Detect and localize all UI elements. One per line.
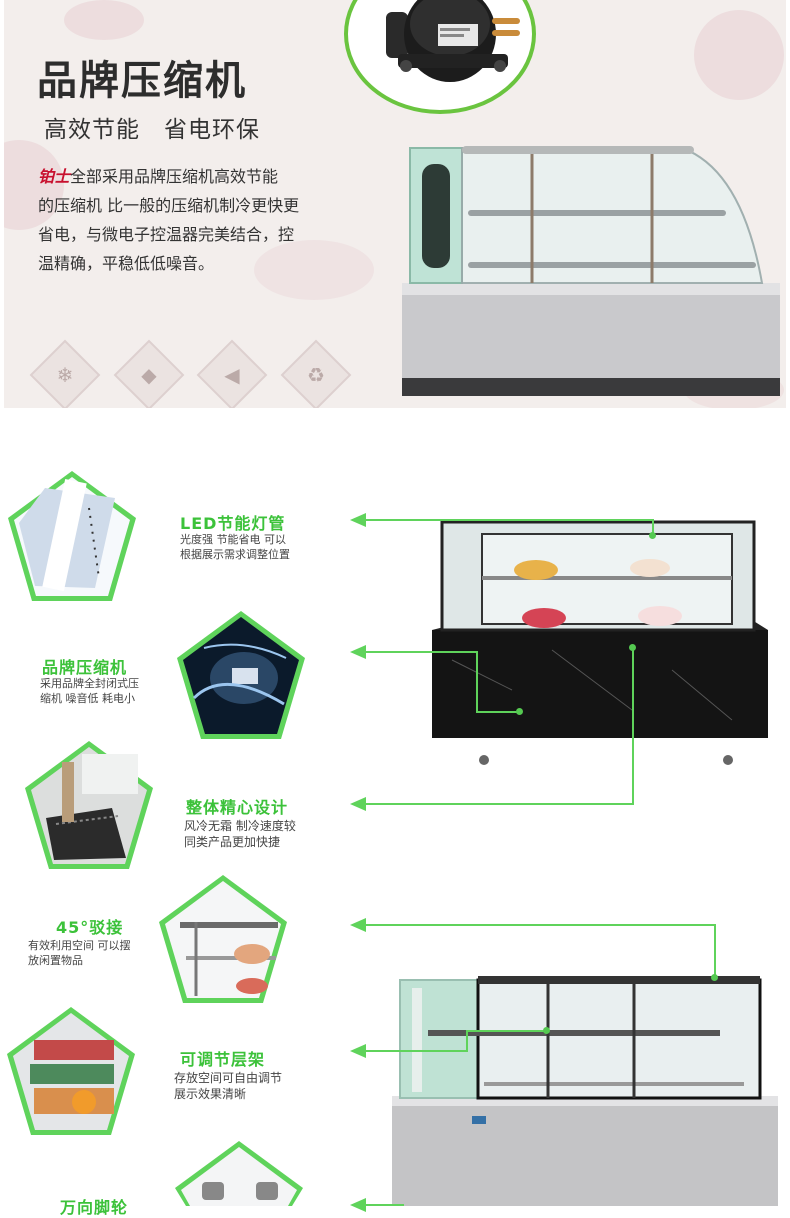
feature-desc-line: 展示效果清晰 xyxy=(174,1087,247,1101)
feature-desc-line: 风冷无霜 制冷速度较 xyxy=(184,819,296,833)
connector-dot xyxy=(629,644,636,651)
decor-blob xyxy=(254,240,374,300)
connector-line xyxy=(364,1050,468,1052)
connector-line xyxy=(466,1030,546,1032)
connector-line xyxy=(476,711,520,713)
connector-line xyxy=(364,519,652,521)
connector-line xyxy=(364,651,476,653)
feature-desc-line: 根据展示需求调整位置 xyxy=(180,548,290,561)
connector-dot xyxy=(649,532,656,539)
caster-wheel-image xyxy=(175,1141,303,1206)
arrow-left-icon xyxy=(350,645,366,659)
compressor-banner: 品牌压缩机 高效节能 省电环保 铂士全部采用品牌压缩机高效节能 的压缩机 比一般… xyxy=(4,0,786,408)
arrow-left-icon xyxy=(350,1044,366,1058)
features-section: LED节能灯管 光度强 节能省电 可以 根据展示需求调整位置 品牌压缩机 采用品… xyxy=(0,408,790,1217)
feature-desc-line: 采用品牌全封闭式压 xyxy=(40,677,139,690)
feature-title: 可调节层架 xyxy=(180,1050,266,1069)
angled-display-case-image xyxy=(392,976,778,1206)
connector-line xyxy=(652,519,654,535)
adjustable-shelf-image xyxy=(7,1007,135,1135)
connector-dot xyxy=(711,974,718,981)
arrow-left-icon xyxy=(350,918,366,932)
arrow-left-icon xyxy=(350,797,366,811)
feature-title: 品牌压缩机 xyxy=(42,658,128,677)
snowflake-icon: ❄ xyxy=(29,339,101,408)
feature-title: 万向脚轮 xyxy=(60,1198,129,1217)
connector-line xyxy=(364,924,716,926)
diamond-icon: ◆ xyxy=(113,339,185,408)
connector-dot xyxy=(516,708,523,715)
desc-line: 省电，与微电子控温器完美结合，控 xyxy=(38,225,295,244)
feature-desc: 采用品牌全封闭式压 缩机 噪音低 耗电小 xyxy=(40,676,139,706)
feature-desc-line: 缩机 噪音低 耗电小 xyxy=(40,692,135,705)
brand-name: 铂士 xyxy=(38,167,71,186)
connector-dot xyxy=(543,1027,550,1034)
banner-description: 铂士全部采用品牌压缩机高效节能 的压缩机 比一般的压缩机制冷更快更 省电，与微电… xyxy=(38,162,348,278)
banner-title: 品牌压缩机 xyxy=(37,58,247,104)
connector-line xyxy=(476,651,478,713)
compressor-image xyxy=(342,0,538,116)
feature-desc: 光度强 节能省电 可以 根据展示需求调整位置 xyxy=(180,532,290,562)
desc-line: 温精确，平稳低低噪音。 xyxy=(38,254,215,273)
arrow-left-icon xyxy=(350,1198,366,1212)
feature-desc-line: 同类产品更加快捷 xyxy=(184,835,281,849)
connector-line xyxy=(364,1204,404,1206)
feature-desc: 存放空间可自由调节 展示效果清晰 xyxy=(174,1070,282,1102)
desc-line: 全部采用品牌压缩机高效节能 xyxy=(70,167,279,186)
feature-desc-line: 放闲置物品 xyxy=(28,954,83,967)
decor-blob xyxy=(64,0,144,40)
overall-design-image xyxy=(25,741,153,869)
feature-desc: 有效利用空间 可以摆 放闲置物品 xyxy=(28,938,131,968)
led-tube-image xyxy=(8,471,136,601)
corner-joint-image xyxy=(159,875,287,1003)
feature-title: 45°驳接 xyxy=(56,918,124,937)
banner-subtitle: 高效节能 省电环保 xyxy=(44,117,260,143)
arrow-left-icon xyxy=(350,513,366,527)
speaker-icon: ◀ xyxy=(196,339,268,408)
compressor-water-image xyxy=(177,611,305,739)
curved-display-case-image xyxy=(402,146,780,396)
connector-line xyxy=(632,648,634,805)
feature-title: LED节能灯管 xyxy=(180,514,286,533)
feature-title: 整体精心设计 xyxy=(186,798,289,817)
connector-line xyxy=(466,1030,468,1052)
connector-line xyxy=(364,803,634,805)
connector-line xyxy=(714,924,716,978)
decor-blob xyxy=(694,10,784,100)
feature-desc-line: 光度强 节能省电 可以 xyxy=(180,533,286,546)
desc-line: 的压缩机 比一般的压缩机制冷更快更 xyxy=(38,196,300,215)
feature-desc-line: 有效利用空间 可以摆 xyxy=(28,939,131,952)
eco-icon: ♻ xyxy=(280,339,352,408)
feature-desc-line: 存放空间可自由调节 xyxy=(174,1071,283,1085)
feature-desc: 风冷无霜 制冷速度较 同类产品更加快捷 xyxy=(184,818,296,850)
cake-display-case-image xyxy=(432,520,768,765)
